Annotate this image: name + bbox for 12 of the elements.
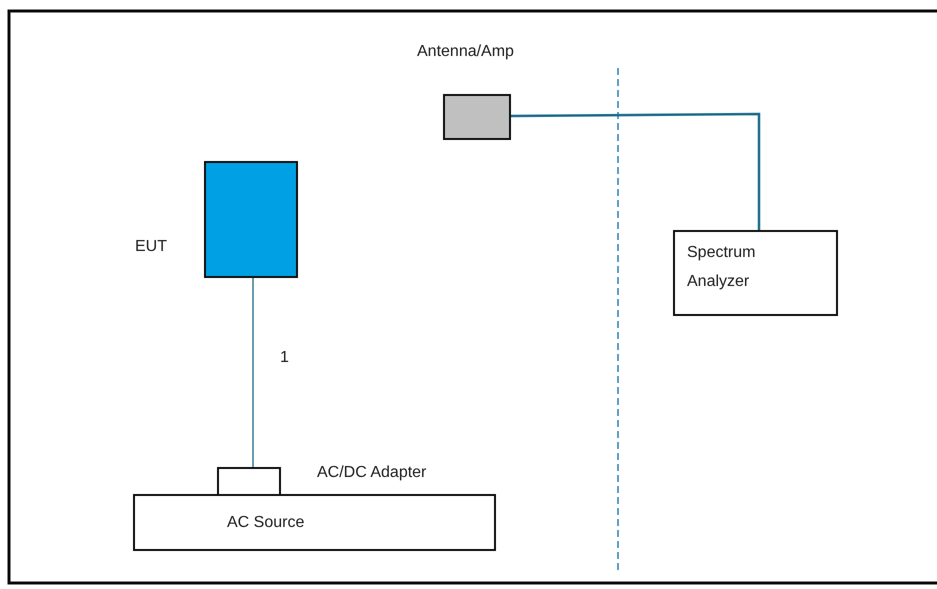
eut-box xyxy=(204,161,298,278)
antenna-amp-box xyxy=(443,94,511,140)
node-label: Spectrum Analyzer xyxy=(687,243,756,292)
ac-source-box xyxy=(133,494,496,551)
analyzer-box xyxy=(673,230,838,316)
device-label: EUT xyxy=(135,238,167,256)
adapter-box xyxy=(217,467,281,496)
cable-line xyxy=(511,112,760,230)
node-label: AC Source xyxy=(227,513,306,533)
part-label: AC/DC Adapter xyxy=(317,464,426,482)
cable-line xyxy=(252,278,254,467)
device-label: Antenna/Amp xyxy=(417,43,514,61)
